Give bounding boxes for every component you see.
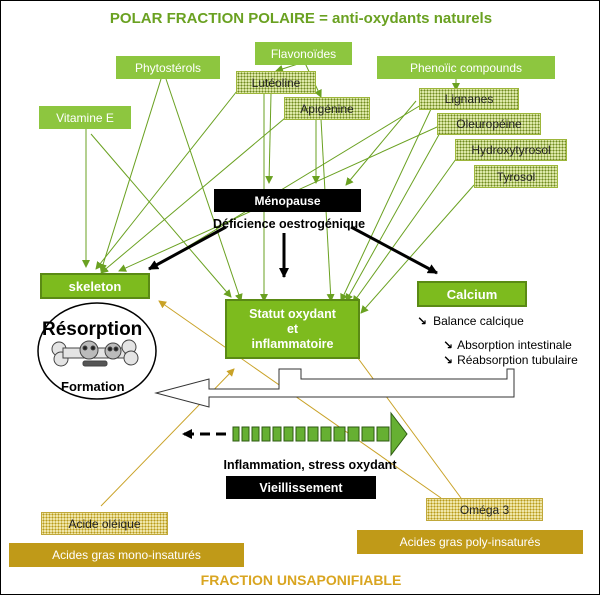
bottom-title: FRACTION UNSAPONIFIABLE: [200, 572, 402, 588]
arrow-down-icon: ↘: [443, 338, 454, 352]
absorption-label: ↘ Absorption intestinale: [443, 337, 593, 353]
resorption-label: Résorption: [42, 319, 143, 340]
phytosterols-box: Phytostérols: [116, 56, 220, 79]
reabsorption-text: Réabsorption tubulaire: [457, 353, 578, 367]
arrow-down-icon: ↘: [417, 314, 428, 328]
inflammation-label: Inflammation, stress oxydant: [223, 458, 397, 472]
black-arrows: [148, 225, 438, 278]
omega3-box: Oméga 3: [426, 498, 543, 521]
arrow-luteoline-menopause: [265, 93, 274, 184]
statut-line2: et: [286, 321, 299, 336]
phenolic-box: Phenoïic compounds: [377, 56, 555, 79]
lignanes-box: Lignanes: [419, 88, 519, 110]
arrow-lignanes-statut: [340, 108, 432, 302]
hollow-return-arrow: [154, 368, 515, 408]
arrow-phytosterols-skeleton: [99, 78, 162, 272]
vitamine-e-box: Vitamine E: [39, 106, 131, 129]
skeleton-box: skeleton: [40, 273, 150, 299]
mono-insatures-box: Acides gras mono-insaturés: [9, 543, 244, 567]
arrow-phytosterols-statut: [165, 78, 243, 302]
statut-box: Statut oxydant et inflammatoire: [225, 299, 360, 359]
absorption-text: Absorption intestinale: [457, 338, 572, 352]
arrow-omega3-skeleton: [158, 300, 442, 499]
flavonoides-box: Flavonoïdes: [255, 42, 352, 65]
arrow-down-icon: ↘: [443, 353, 454, 367]
hydroxytyrosol-box: Hydroxytyrosol: [455, 139, 567, 161]
reabsorption-label: ↘ Réabsorption tubulaire: [443, 352, 593, 368]
balance-calcique-label: ↘ Balance calcique: [417, 312, 587, 330]
acide-oleique-box: Acide oléique: [41, 512, 168, 535]
oleuropeine-box: Oleuropéine: [437, 113, 541, 135]
calcium-box: Calcium: [417, 281, 527, 307]
bone-illustration: [51, 339, 139, 367]
tyrosol-box: Tyrosol: [474, 165, 558, 188]
segmented-bar: [232, 411, 408, 457]
poly-insatures-box: Acides gras poly-insaturés: [357, 530, 583, 554]
arrow-tyrosol-statut: [360, 184, 475, 314]
formation-label: Formation: [61, 378, 125, 394]
arrow-omega3-statut: [348, 345, 462, 499]
vieillissement-box: Vieillissement: [226, 476, 376, 499]
arrow-luteoline-skeleton: [95, 85, 242, 270]
arrow-hydroxytyrosol-statut: [352, 158, 457, 304]
statut-line3: inflammatoire: [251, 336, 334, 351]
luteoline-box: Lutéoline: [236, 71, 316, 94]
arrow-oleuropeine-statut: [345, 130, 442, 302]
arrow-menopause-skeleton: [148, 225, 227, 271]
arrow-apigenine-skeleton: [100, 112, 292, 274]
balance-calcique-text: Balance calcique: [433, 314, 524, 328]
apigenine-box: Apigénine: [284, 97, 370, 120]
top-title: POLAR FRACTION POLAIRE = anti-oxydants n…: [109, 9, 493, 27]
statut-line1: Statut oxydant: [249, 306, 336, 321]
deficience-label: Déficience oestrogénique: [213, 217, 366, 231]
arrow-vitamine-e-statut: [90, 133, 232, 298]
arrow-menopause-calcium: [350, 225, 438, 275]
menopause-box: Ménopause: [214, 189, 361, 212]
